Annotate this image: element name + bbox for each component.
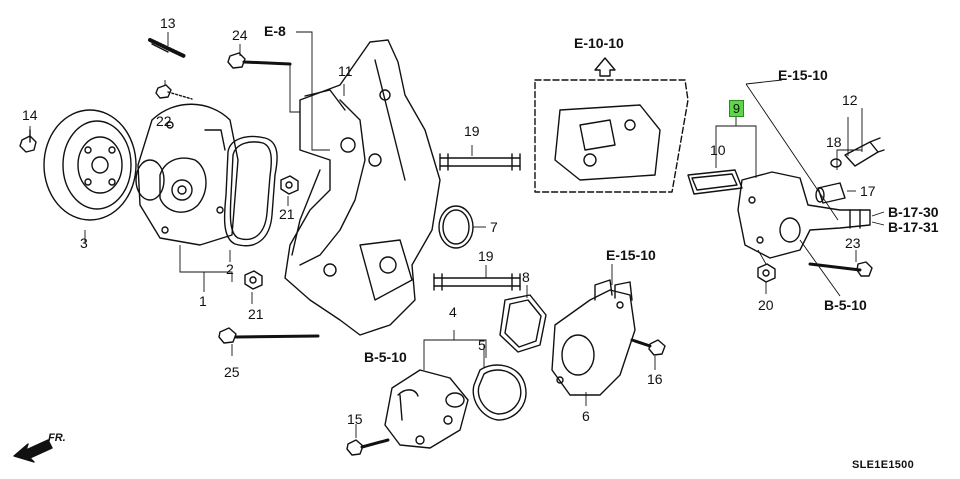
pulley-part[interactable]: [43, 109, 137, 221]
gasket-5[interactable]: [472, 364, 527, 421]
ref-e-8[interactable]: E-8: [264, 23, 286, 39]
callout-5[interactable]: 5: [478, 337, 486, 353]
ref-e-15-10-upper[interactable]: E-15-10: [778, 67, 828, 83]
callout-19-lower[interactable]: 19: [478, 248, 494, 264]
callout-8[interactable]: 8: [522, 269, 530, 285]
nut-21-upper[interactable]: [280, 175, 299, 195]
callout-21-upper[interactable]: 21: [279, 206, 295, 222]
sensor-17[interactable]: [815, 182, 846, 204]
callout-20[interactable]: 20: [758, 297, 774, 313]
callout-6[interactable]: 6: [582, 408, 590, 424]
callout-12[interactable]: 12: [842, 92, 858, 108]
callout-4[interactable]: 4: [449, 304, 457, 320]
callout-14[interactable]: 14: [22, 107, 38, 123]
callout-19-upper[interactable]: 19: [464, 123, 480, 139]
o-ring-7[interactable]: [438, 205, 474, 249]
nut-21-lower[interactable]: [244, 270, 263, 290]
nut-20[interactable]: [757, 263, 776, 283]
bolt-25[interactable]: [218, 327, 320, 344]
water-passage-6[interactable]: [551, 279, 636, 396]
ref-b-5-10-right[interactable]: B-5-10: [824, 297, 867, 313]
inset-view-e-10-10: [534, 79, 689, 193]
bolt-14[interactable]: [19, 129, 37, 153]
callout-9-highlighted[interactable]: 9: [729, 100, 744, 117]
callout-11[interactable]: 11: [338, 63, 353, 79]
pipe-19-upper[interactable]: [439, 153, 521, 171]
callout-16[interactable]: 16: [647, 371, 663, 387]
bracket-housing-part[interactable]: [284, 39, 441, 336]
callout-3[interactable]: 3: [80, 235, 88, 251]
callout-23[interactable]: 23: [845, 235, 861, 251]
bolt-15[interactable]: [346, 438, 390, 456]
bolt-24[interactable]: [227, 52, 292, 69]
bolt-22[interactable]: [155, 84, 193, 100]
arrow-up-icon: [594, 57, 616, 77]
stud-bolt-13[interactable]: [148, 38, 186, 58]
gasket-2[interactable]: [223, 135, 278, 247]
callout-24[interactable]: 24: [232, 27, 248, 43]
bolt-16[interactable]: [630, 338, 666, 356]
callout-25[interactable]: 25: [224, 364, 240, 380]
washer-18[interactable]: [830, 158, 842, 168]
ref-b-17-31[interactable]: B-17-31: [888, 219, 939, 235]
pipe-19-lower[interactable]: [433, 273, 521, 291]
sensor-12[interactable]: [844, 137, 885, 167]
gasket-10[interactable]: [687, 169, 743, 195]
bolt-23[interactable]: [808, 261, 873, 277]
water-outlet-9[interactable]: [737, 171, 871, 259]
callout-1[interactable]: 1: [199, 293, 207, 309]
callout-17[interactable]: 17: [860, 183, 876, 199]
callout-15[interactable]: 15: [347, 411, 363, 427]
ref-b-17-30[interactable]: B-17-30: [888, 204, 939, 220]
gasket-8[interactable]: [499, 294, 547, 353]
diagram-code: SLE1E1500: [852, 459, 915, 471]
callout-13[interactable]: 13: [160, 15, 176, 31]
callout-18[interactable]: 18: [826, 134, 842, 150]
callout-22[interactable]: 22: [156, 113, 172, 129]
ref-e-10-10[interactable]: E-10-10: [574, 35, 624, 51]
callout-21-lower[interactable]: 21: [248, 306, 264, 322]
ref-b-5-10-left[interactable]: B-5-10: [364, 349, 407, 365]
front-direction-arrow-icon: [13, 439, 53, 463]
callout-10[interactable]: 10: [710, 142, 726, 158]
thermostat-cover-part[interactable]: [384, 369, 469, 449]
leader-lines: [29, 31, 885, 438]
callout-7[interactable]: 7: [490, 219, 498, 235]
water-pump-part[interactable]: [135, 103, 239, 246]
front-direction-label: FR.: [48, 432, 66, 444]
ref-e-15-10-lower[interactable]: E-15-10: [606, 247, 656, 263]
callout-2[interactable]: 2: [226, 261, 234, 277]
